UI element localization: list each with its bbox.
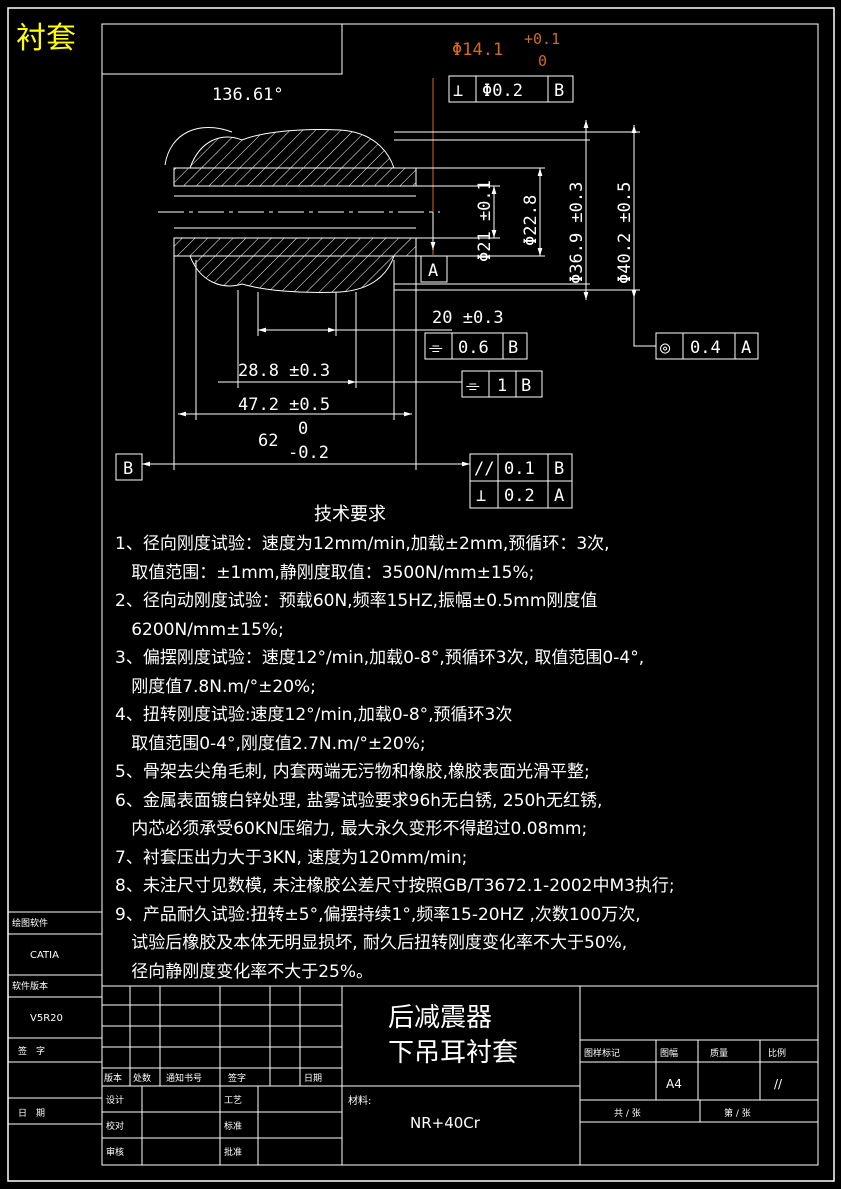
requirement-line: 径向静刚度变化率不大于25%。 [115,961,373,982]
angle-text: 136.61° [212,85,284,105]
rev-col-3: 签字 [228,1072,246,1084]
phi-hole-text: Φ14.1 [452,40,503,60]
rev-col-4: 日期 [304,1073,322,1084]
part-name-line2: 下吊耳衬套 [388,1038,518,1068]
requirement-line: 取值范围0-4°,刚度值2.7N.m/°±20%; [115,733,426,754]
sheets-total: 共 / 张 [614,1108,641,1119]
d369-text: Φ36.9 ±0.3 [567,182,587,284]
requirement-line: 2、径向动刚度试验：预载60N,频率15HZ,振幅±0.5mm刚度值 [115,591,598,611]
row-check: 校对 [106,1120,124,1132]
rev-col-2: 通知书号 [166,1072,202,1084]
size-value: A4 [666,1077,682,1091]
side-sign-label: 签 字 [18,1045,45,1057]
requirement-line: 5、骨架去尖角毛刺, 内套两端无污物和橡胶,橡胶表面光滑平整; [115,762,590,782]
phi-hole-tol-low: 0 [538,52,547,70]
l62-low: -0.2 [288,443,329,463]
side-date-label: 日 期 [18,1108,45,1119]
row-approve: 批准 [224,1146,242,1158]
requirement-line: 刚度值7.8N.m/°±20%; [115,676,316,697]
requirement-line: 6200N/mm±15%; [115,619,284,640]
inner-sleeve-bottom [173,237,417,257]
conc-ref: A [741,338,751,358]
requirement-line: 9、产品耐久试验:扭转±5°,偏摆持续1°,频率15-20HZ ,次数100万次… [115,904,641,925]
side-version-label: 软件版本 [12,980,48,992]
par-val: 0.1 [504,459,535,479]
par-sym: // [474,459,494,479]
perp-top-val: Φ0.2 [482,81,523,101]
drawing-mark-label: 图样标记 [584,1047,620,1059]
perp-top-sym: ⊥ [453,81,463,101]
perp2-sym: ⊥ [476,486,486,506]
row-review: 审核 [106,1146,124,1158]
perp-top-ref: B [554,81,564,101]
l472-text: 47.2 ±0.5 [238,395,330,415]
d228-text: Φ22.8 [521,195,541,246]
rubber-lower [189,255,395,294]
par-ref: B [554,459,564,479]
sym1-ref: B [521,376,531,396]
l62-up: 0 [298,419,308,439]
top-left-box [101,23,343,75]
conc-val: 0.4 [690,338,721,358]
phi-hole-tol-up: +0.1 [524,30,560,48]
horizontal-dims [142,256,470,470]
sym06-ref: B [508,338,518,358]
sym1-val: 1 [497,376,507,396]
row-process: 工艺 [224,1095,242,1106]
perp2-val: 0.2 [504,486,535,506]
l288-text: 28.8 ±0.3 [238,361,330,381]
perp2-ref: A [554,486,564,506]
material-value: NR+40Cr [410,1114,481,1132]
datum-b-text: B [123,459,133,479]
conc-sym: ◎ [660,338,671,358]
title-block [101,985,819,1166]
requirement-line: 7、衬套压出力大于3KN, 速度为120mm/min; [115,847,468,868]
requirement-line: 3、偏摆刚度试验：速度12°/min,加载0-8°,预循环3次, 取值范围0-4… [115,648,645,668]
inner-sleeve-top [173,167,417,187]
vertical-dims [394,78,656,347]
rev-col-0: 版本 [104,1072,122,1084]
row-standard: 标准 [224,1120,242,1132]
side-software-label: 绘图软件 [12,917,48,929]
side-strip [8,911,102,1125]
d402-text: Φ40.2 ±0.5 [615,182,635,284]
d21-text: Φ21 ±0.1 [475,180,495,262]
requirement-line: 6、金属表面镀白锌处理, 盐雾试验要求96h无白锈, 250h无红锈, [115,790,603,811]
sym06-val: 0.6 [458,338,489,358]
datum-a-text: A [428,261,438,281]
l62-text: 62 [258,431,278,451]
side-version: V5R20 [30,1013,63,1024]
row-design: 设计 [106,1094,124,1106]
outer-frame [7,7,835,1182]
part-section [158,127,440,294]
requirement-line: 取值范围：±1mm,静刚度取值：3500N/mm±15%; [115,562,535,583]
mass-label: 质量 [710,1047,728,1059]
size-label: 图幅 [660,1047,678,1059]
material-label: 材料: [348,1094,371,1107]
requirement-line: 内芯必须承受60KN压缩力, 最大永久变形不得超过0.08mm; [115,819,588,839]
scale-mark: // [774,1077,783,1091]
side-software: CATIA [30,950,59,961]
scale-label: 比例 [768,1047,786,1059]
requirements-title: 技术要求 [314,504,386,525]
requirement-line: 试验后橡胶及本体无明显损坏, 耐久后扭转刚度变化率不大于50%, [115,933,628,953]
requirement-line: 4、扭转刚度试验:速度12°/min,加载0-8°,预循环3次 [115,705,513,725]
rubber-upper [174,129,395,169]
requirement-line: 8、未注尺寸见数模, 未注橡胶公差尺寸按照GB/T3672.1-2002中M3执… [115,876,675,896]
rev-col-1: 处数 [133,1072,151,1084]
sheet-no: 第 / 张 [724,1107,751,1119]
header-tag: 衬套 [16,21,76,56]
angle-arc [164,127,233,166]
requirement-line: 1、径向刚度试验：速度为12mm/min,加载±2mm,预循环：3次, [115,534,610,554]
sym06-sym: ⌯ [429,338,443,358]
l20-text: 20 ±0.3 [432,308,504,328]
frame-boxes [115,75,759,509]
part-name-line1: 后减震器 [388,1003,492,1033]
sym1-sym: ⌯ [466,376,480,396]
